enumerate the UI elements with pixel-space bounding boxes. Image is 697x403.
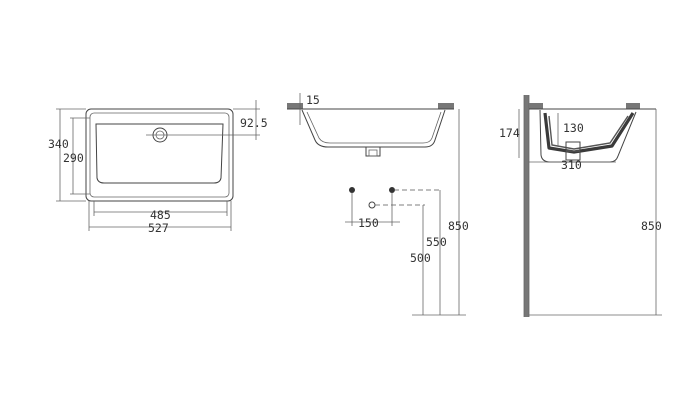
basin-section-outline <box>301 109 446 148</box>
dim-label-850-side: 850 <box>641 219 662 233</box>
drain-point-right <box>389 187 395 193</box>
dim-label-92-5: 92.5 <box>240 116 268 130</box>
dim-label-340: 340 <box>48 137 69 151</box>
dim-label-130: 130 <box>563 121 584 135</box>
dim-label-500: 500 <box>410 251 431 265</box>
dim-label-15: 15 <box>306 93 320 107</box>
dim-label-527: 527 <box>148 221 169 235</box>
basin-side-outline <box>539 109 637 163</box>
countertop-left <box>287 103 303 109</box>
dim-label-485: 485 <box>150 208 171 222</box>
dim-label-850-section: 850 <box>448 219 469 233</box>
side-view: 174 130 310 850 <box>499 95 662 317</box>
basin-rim-inner <box>89 112 230 198</box>
trap-pipe <box>543 112 635 154</box>
countertop-right <box>438 103 454 109</box>
drain-point-left <box>349 187 355 193</box>
dim-label-174: 174 <box>499 126 520 140</box>
side-countertop-right <box>626 103 640 109</box>
dim-label-150: 150 <box>358 216 379 230</box>
dim-label-290: 290 <box>63 151 84 165</box>
basin-section-inner <box>306 111 442 144</box>
section-view: 15 150 500 550 850 <box>287 93 469 316</box>
trap-pipe-highlight <box>548 115 629 150</box>
basin-outer-outline <box>85 108 234 202</box>
wall <box>524 95 529 317</box>
top-view: 340 290 92.5 485 527 <box>48 100 268 235</box>
dim-label-550: 550 <box>426 235 447 249</box>
drain-outlet <box>365 147 381 157</box>
basin-bowl-outline <box>95 123 224 184</box>
dim-label-310: 310 <box>561 158 582 172</box>
drain-point-lower <box>368 201 376 209</box>
side-countertop-left <box>529 103 543 109</box>
